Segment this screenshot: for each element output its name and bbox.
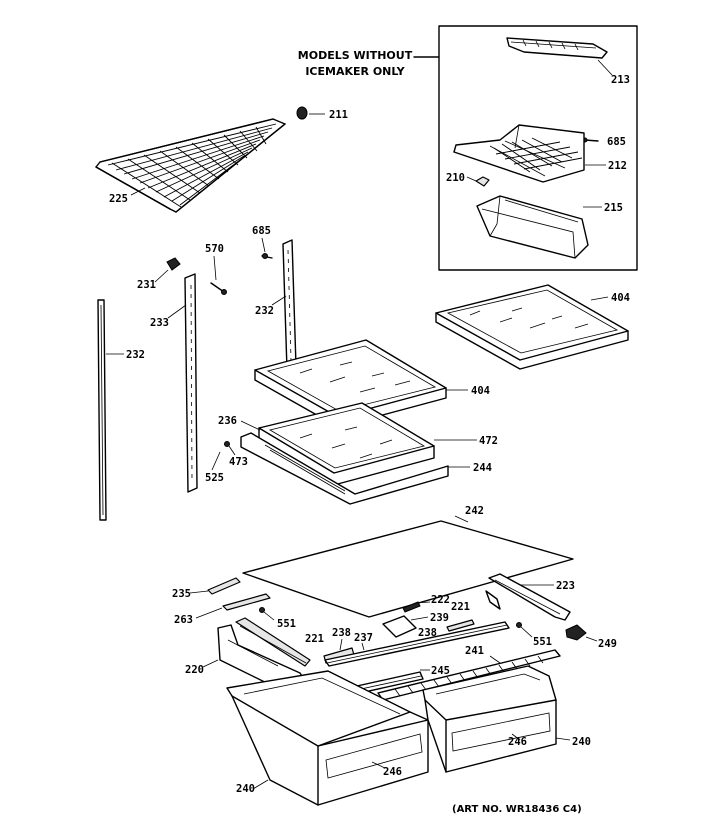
label-215: 215 bbox=[604, 202, 623, 214]
inset-note-line1: MODELS WITHOUT bbox=[298, 49, 413, 62]
label-249: 249 bbox=[598, 638, 617, 650]
label-551-right: 551 bbox=[533, 636, 552, 648]
label-213: 213 bbox=[611, 74, 630, 86]
art-number: (ART NO. WR18436 C4) bbox=[452, 804, 582, 815]
part-222-clip[interactable] bbox=[402, 601, 421, 613]
label-685-inset: 685 bbox=[607, 136, 626, 148]
part-211-nut[interactable] bbox=[296, 106, 308, 120]
part-231-bracket[interactable] bbox=[166, 257, 181, 271]
label-212: 212 bbox=[608, 160, 627, 172]
part-238-bar-right[interactable] bbox=[446, 619, 475, 632]
part-212-ice-rack[interactable] bbox=[453, 124, 585, 183]
part-240-drawer-right[interactable] bbox=[422, 665, 557, 773]
part-223-right-rail[interactable] bbox=[488, 573, 571, 621]
label-472: 472 bbox=[479, 435, 498, 447]
part-249-hinge[interactable] bbox=[565, 624, 587, 641]
label-242: 242 bbox=[465, 505, 484, 517]
label-211: 211 bbox=[329, 109, 348, 121]
label-233: 233 bbox=[150, 317, 169, 329]
label-210: 210 bbox=[446, 172, 465, 184]
part-221-support-right[interactable] bbox=[485, 590, 501, 610]
inset-frame bbox=[438, 25, 638, 271]
label-225: 225 bbox=[109, 193, 128, 205]
part-232-rail-left[interactable] bbox=[97, 299, 107, 521]
label-246-right: 246 bbox=[508, 736, 527, 748]
part-213-ice-tray[interactable] bbox=[506, 37, 608, 59]
label-222: 222 bbox=[431, 594, 450, 606]
label-238-right: 238 bbox=[418, 627, 437, 639]
label-525: 525 bbox=[205, 472, 224, 484]
label-685: 685 bbox=[252, 225, 271, 237]
label-570: 570 bbox=[205, 243, 224, 255]
label-232-right: 232 bbox=[255, 305, 274, 317]
label-223: 223 bbox=[556, 580, 575, 592]
label-404-right: 404 bbox=[611, 292, 630, 304]
label-246-left: 246 bbox=[383, 766, 402, 778]
label-236: 236 bbox=[218, 415, 237, 427]
part-237-long-bar[interactable] bbox=[324, 621, 510, 667]
part-551-screw-right[interactable] bbox=[516, 622, 522, 628]
part-685-screw[interactable] bbox=[261, 253, 273, 259]
label-232-left: 232 bbox=[126, 349, 145, 361]
part-404-glass-shelf-right[interactable] bbox=[435, 284, 629, 370]
label-220: 220 bbox=[185, 664, 204, 676]
label-231: 231 bbox=[137, 279, 156, 291]
part-551-screw-left[interactable] bbox=[259, 607, 265, 613]
inset-note-line2: ICEMAKER ONLY bbox=[305, 65, 405, 78]
part-473-pin[interactable] bbox=[224, 441, 230, 447]
part-236-slide-shelf[interactable] bbox=[258, 402, 435, 486]
part-570-screw[interactable] bbox=[210, 282, 227, 295]
label-221-right: 221 bbox=[451, 601, 470, 613]
icemaker-inset-box: MODELS WITHOUT ICEMAKER ONLY 213 685 212… bbox=[298, 25, 638, 271]
label-263: 263 bbox=[174, 614, 193, 626]
part-210-clip[interactable] bbox=[475, 176, 490, 187]
part-232-rail-right[interactable] bbox=[282, 239, 297, 371]
part-221-support-left[interactable] bbox=[235, 617, 311, 667]
part-239-bracket[interactable] bbox=[382, 615, 417, 638]
label-244: 244 bbox=[473, 462, 492, 474]
part-263-trim[interactable] bbox=[222, 593, 271, 611]
part-244-shelf-frame[interactable] bbox=[240, 432, 449, 505]
part-215-ice-bucket[interactable] bbox=[476, 195, 589, 259]
label-221-left: 221 bbox=[305, 633, 324, 645]
part-240-drawer-left[interactable] bbox=[226, 670, 429, 806]
label-238-left: 238 bbox=[332, 627, 351, 639]
label-241: 241 bbox=[465, 645, 484, 657]
label-551-left: 551 bbox=[277, 618, 296, 630]
part-242-glass-cover[interactable] bbox=[242, 520, 574, 618]
label-245: 245 bbox=[431, 665, 450, 677]
label-473: 473 bbox=[229, 456, 248, 468]
label-404-center: 404 bbox=[471, 385, 490, 397]
label-239: 239 bbox=[430, 612, 449, 624]
label-235: 235 bbox=[172, 588, 191, 600]
label-240-right: 240 bbox=[572, 736, 591, 748]
part-233-ladder[interactable] bbox=[184, 273, 198, 493]
part-235-trim[interactable] bbox=[207, 577, 241, 595]
label-237: 237 bbox=[354, 632, 373, 644]
part-404-glass-shelf-center[interactable] bbox=[254, 339, 447, 428]
label-240-left: 240 bbox=[236, 783, 255, 795]
